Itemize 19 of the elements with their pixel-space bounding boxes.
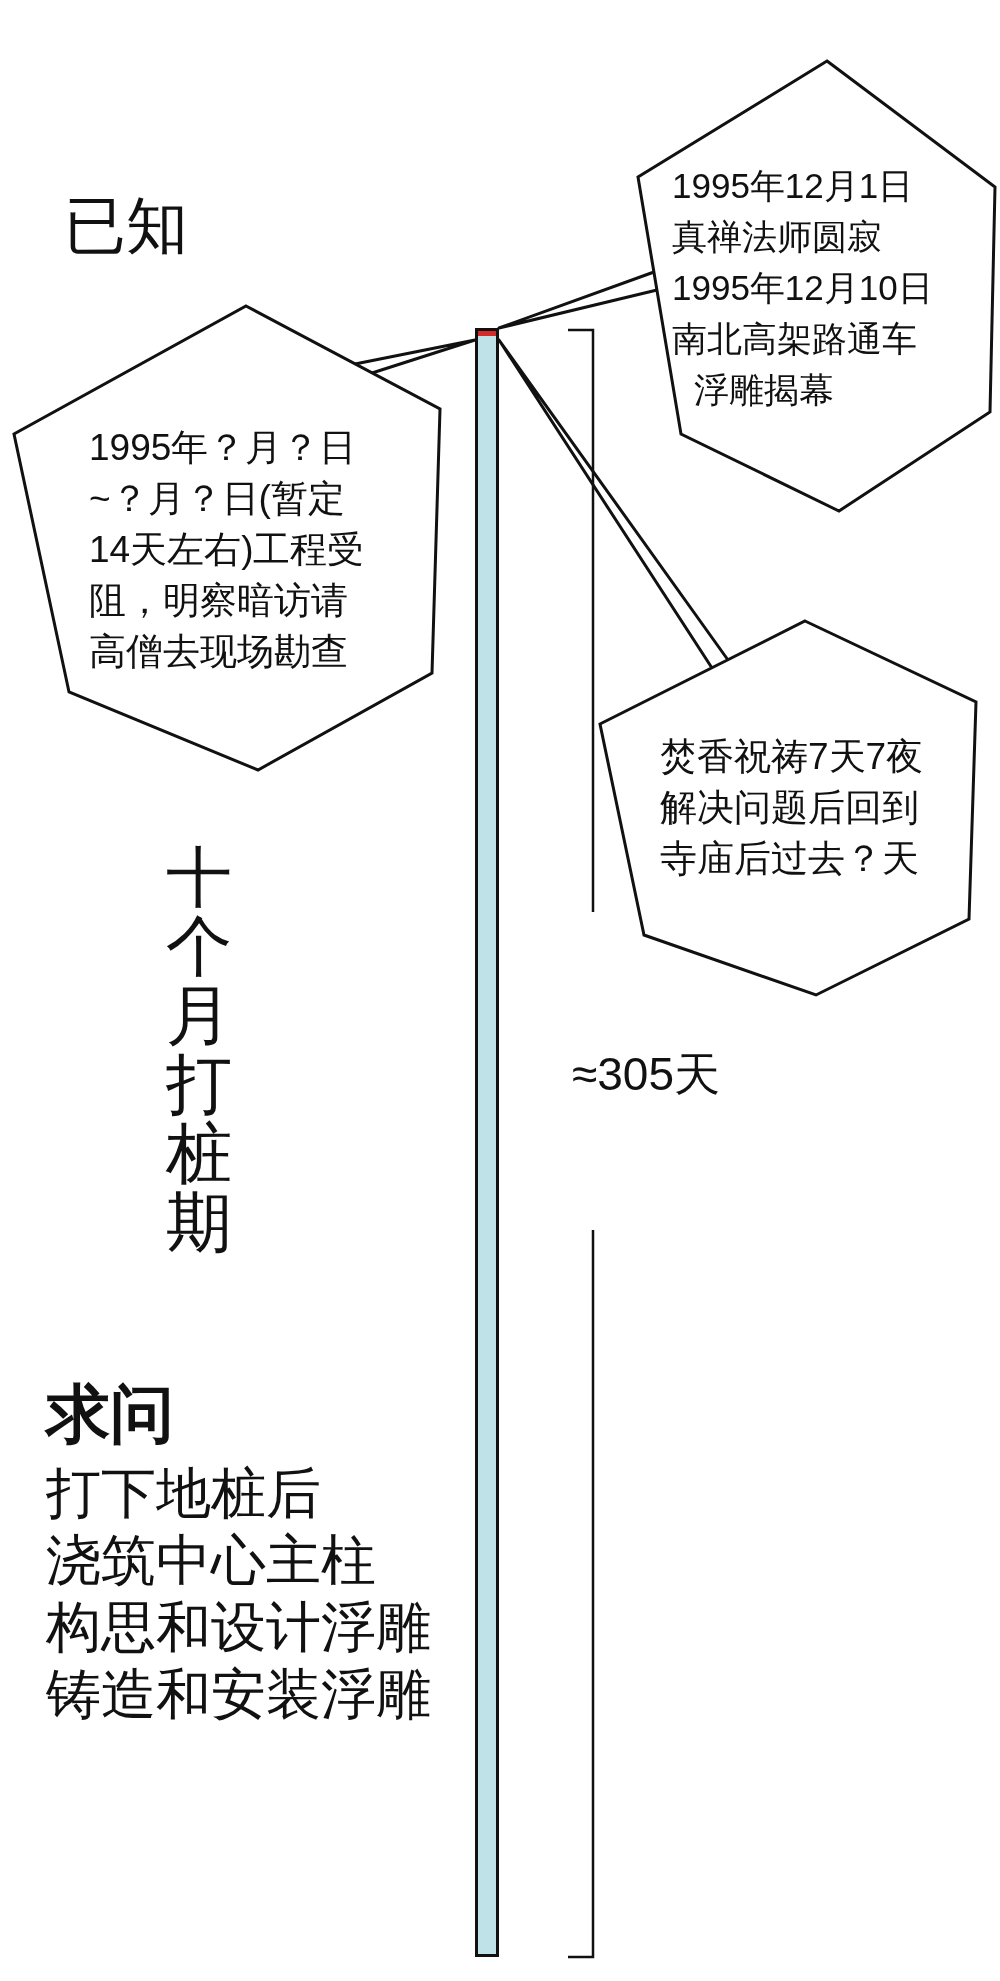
speech-bubble <box>598 619 978 997</box>
section-heading: 已知 <box>64 190 188 262</box>
bubble-text: 焚香祝祷7天7夜解决问题后回到寺庙后过去？天 <box>660 735 925 881</box>
bubble-text: 浮雕揭幕 <box>694 369 834 411</box>
dimension-label: ≈305天 <box>572 1048 720 1101</box>
question-item: 打下地桩后 <box>46 1462 321 1526</box>
question-item: 构思和设计浮雕 <box>46 1596 431 1660</box>
section-heading: 求问 <box>46 1378 174 1452</box>
bubble-text: 1995年12月10日 <box>672 267 933 309</box>
bubble-text: 南北高架路通车 <box>672 318 917 360</box>
bubble-text: 1995年12月1日 <box>672 165 914 207</box>
bubble-text: 1995年？月？日~？月？日(暂定14天左右)工程受阻，明察暗访请高僧去现场勘查 <box>89 426 366 674</box>
timeline-bar <box>475 328 499 1957</box>
speech-bubble <box>636 59 997 513</box>
bubble-text: 真禅法师圆寂 <box>672 216 882 258</box>
speech-bubble <box>12 304 442 772</box>
question-item: 铸造和安装浮雕 <box>46 1663 431 1727</box>
question-item: 浇筑中心主柱 <box>46 1529 376 1593</box>
period-label: 十个月打桩期 <box>166 843 232 1257</box>
